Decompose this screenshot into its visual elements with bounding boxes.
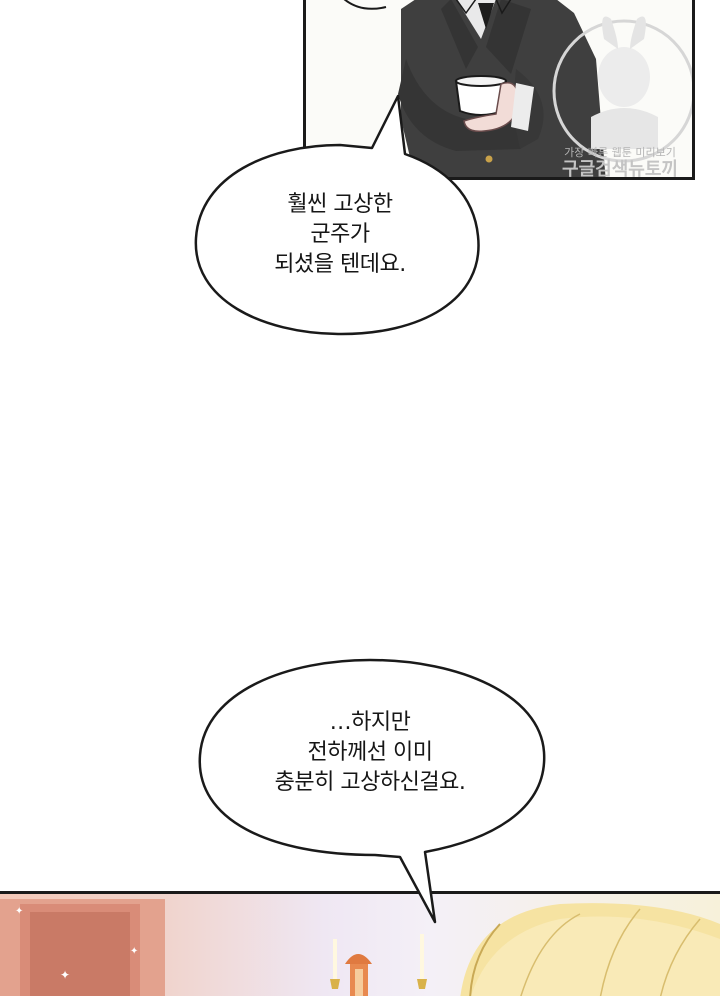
watermark-line-2: 구글검색뉴토끼 xyxy=(562,159,678,180)
svg-text:✦: ✦ xyxy=(15,906,23,917)
bubble-1-line-3: 되셨을 텐데요. xyxy=(274,252,406,277)
watermark-caption: 가장 빠른 웹툰 미리보기 구글검색뉴토끼 xyxy=(540,146,700,181)
room-illustration: ✦ ✦ ✦ xyxy=(0,899,720,996)
bubble-2-line-2: 전하께선 이미 xyxy=(307,740,433,765)
bubble-2-line-3: 충분히 고상하신걸요. xyxy=(274,770,466,795)
bubble-1-line-1: 훨씬 고상한 xyxy=(287,192,393,217)
svg-text:✦: ✦ xyxy=(60,968,70,982)
bottom-comic-panel: ✦ ✦ ✦ xyxy=(0,891,720,996)
watermark-line-1: 가장 빠른 웹툰 미리보기 xyxy=(564,146,676,159)
speech-bubble-2: …하지만 전하께선 이미 충분히 고상하신걸요. xyxy=(220,708,520,798)
bubble-1-line-2: 군주가 xyxy=(310,222,370,247)
svg-text:✦: ✦ xyxy=(130,946,138,957)
bubble-2-line-1: …하지만 xyxy=(329,710,411,735)
speech-bubble-1: 훨씬 고상한 군주가 되셨을 텐데요. xyxy=(210,190,470,280)
